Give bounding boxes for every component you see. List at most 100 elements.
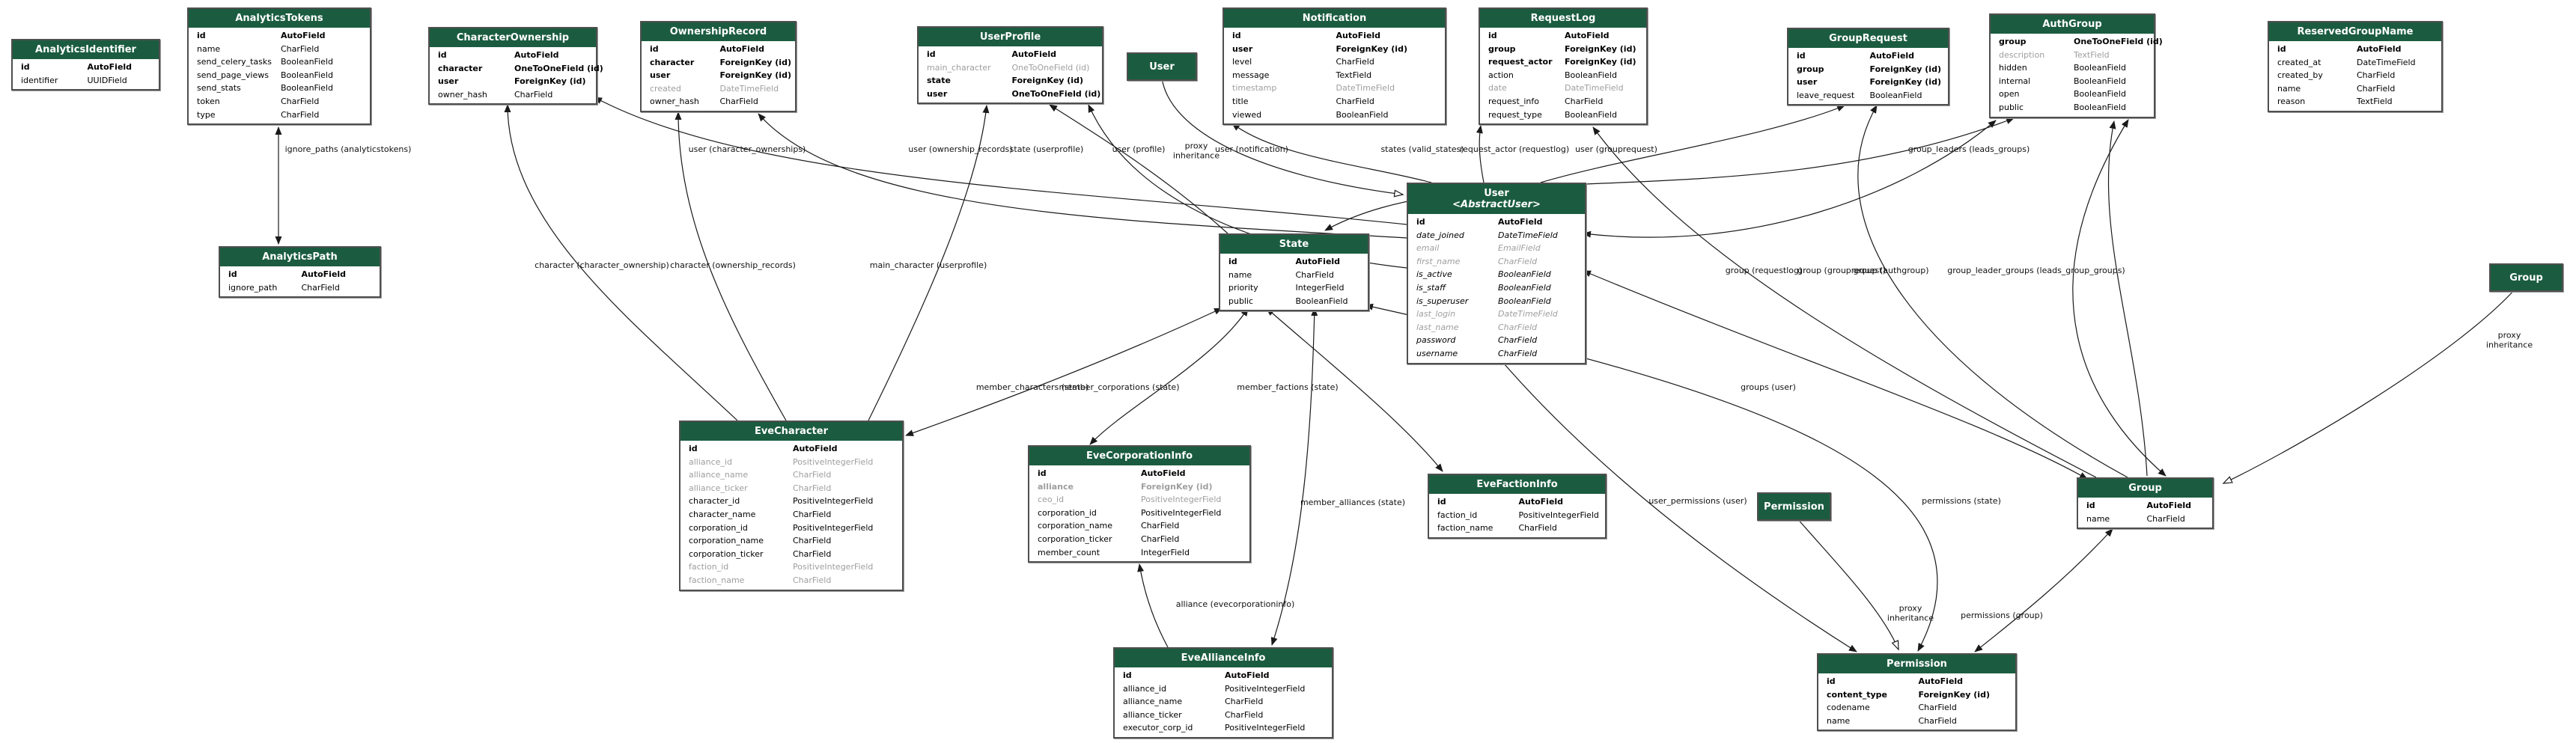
field-type: CharField [2357,70,2396,81]
field-name: id [197,31,206,40]
field-type: AutoField [1565,31,1610,40]
field-name: owner_hash [650,97,699,107]
table-title: Group [2078,479,2212,499]
field-type: CharField [793,483,832,493]
field-type: ForeignKey (id) [1141,481,1213,492]
edge-label: permissions (state) [1922,495,2001,506]
field-type: CharField [1225,697,1264,707]
field-name: executor_corp_id [1123,723,1193,733]
field-name: open [1999,89,2020,100]
edge-label: proxy inheritance [1887,603,1934,623]
field-name: id [21,62,30,72]
field-name: password [1416,335,1456,346]
field-type: PositiveIntegerField [1141,507,1222,518]
field-name: corporation_name [1038,521,1113,531]
field-name: id [1797,51,1806,61]
relationship-edge-main_character-userprofile [868,105,990,421]
field-name: public [1228,296,1254,306]
table-title: EveFactionInfo [1429,475,1605,495]
edge-label: user (profile) [1112,144,1166,154]
field-row: alliance_ticker CharField [680,482,902,495]
field-name: last_login [1416,309,1456,319]
field-name: created_by [2277,70,2323,81]
edge-label: alliance (evecorporationinfo) [1175,599,1295,609]
field-type: ForeignKey (id) [1869,77,1941,88]
table-title: AnalyticsPath [220,248,380,268]
field-name: corporation_name [689,536,764,546]
field-name: character_id [689,496,740,507]
field-type: CharField [1498,335,1538,346]
table-title: RequestLog [1480,9,1646,29]
field-type: CharField [1295,269,1334,280]
field-type: CharField [1918,715,1957,726]
field-name: alliance_ticker [689,483,748,493]
field-type: IntegerField [1141,547,1190,557]
field-type: AutoField [1336,31,1381,40]
field-type: BooleanField [2074,76,2126,86]
field-type: ForeignKey (id) [1869,64,1941,74]
field-name: timestamp [1232,83,1277,94]
relationship-edge-member_factions-state [1266,308,1443,472]
field-type: CharField [1141,521,1180,531]
field-name: name [2277,83,2301,94]
field-type: BooleanField [1498,282,1551,293]
field-name: created_at [2277,57,2321,67]
field-type: CharField [1225,709,1264,720]
field-name: created [650,83,681,94]
edge-label: user (ownership_records) [908,144,1013,154]
field-name: first_name [1416,256,1461,266]
field-type: PositiveIntegerField [1225,723,1306,733]
edge-label: request_actor (requestlog) [1459,144,1570,154]
edge-label: permissions (group) [1961,610,2043,620]
field-type: BooleanField [2074,63,2126,73]
relationship-edge-group-authgroup [2107,120,2148,477]
field-name: faction_id [689,562,729,572]
field-type: AutoField [1225,670,1270,680]
field-name: main_character [927,62,991,73]
field-name: email [1416,243,1440,254]
field-type: IntegerField [1295,283,1345,293]
field-name: group [1797,64,1824,74]
field-name: request_type [1488,109,1542,120]
field-name: last_name [1416,322,1459,332]
field-type: CharField [793,575,832,585]
field-name: id [1827,676,1836,686]
relationship-edge-proxy-group-inheritance [2223,288,2516,483]
field-name: name [1228,269,1252,280]
edge-label: member_corporations (state) [1059,382,1180,392]
field-type: DateTimeField [1565,83,1624,94]
field-type: ForeignKey (id) [719,70,791,81]
field-type: AutoField [793,444,838,453]
field-type: ForeignKey (id) [514,76,586,87]
field-type: AutoField [1141,468,1186,478]
field-type: PositiveIntegerField [793,496,874,507]
field-type: TextField [2357,97,2393,107]
